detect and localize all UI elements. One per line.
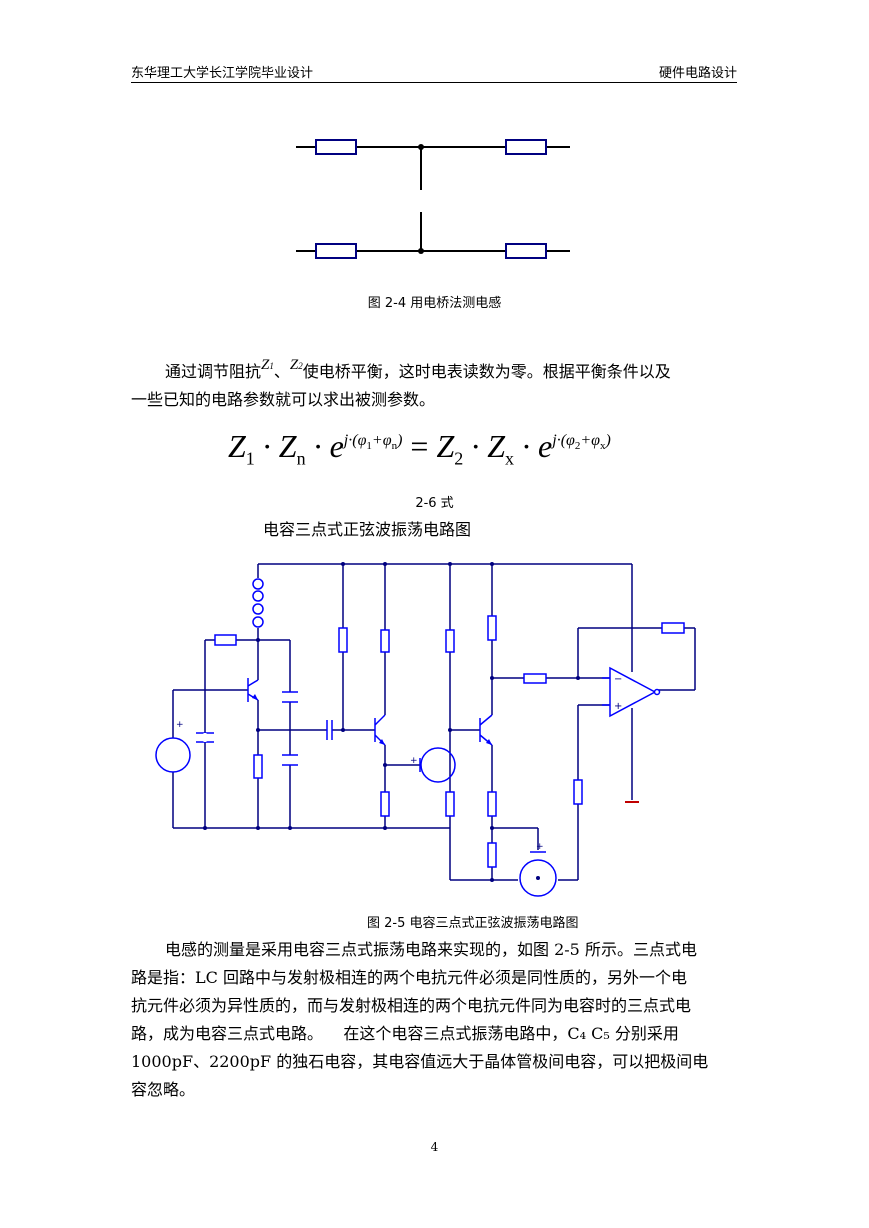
impedance-z1: Z	[261, 357, 270, 373]
paragraph-2-line-1: 电感的测量是采用电容三点式振荡电路来实现的，如图 2-5 所示。三点式电	[165, 940, 697, 959]
inductor	[252, 578, 264, 628]
capacitors	[196, 691, 546, 853]
resistors	[214, 615, 685, 868]
transistors	[247, 678, 493, 746]
equation-2-6: Z1 · Zn · ej·(φ1+φn) = Z2 · Zx · ej·(φ2+…	[228, 428, 611, 469]
paragraph-2-line-6: 容忽略。	[131, 1080, 196, 1099]
circuit-wires	[172, 563, 696, 881]
source-plus-2: +	[410, 756, 418, 766]
paragraph-1-line-2: 一些已知的电路参数就可以求出被测参数。	[131, 390, 436, 409]
paragraph-2-line-3: 抗元件必须为异性质的，而与发射极相连的两个电抗元件同为电容时的三点式电	[131, 996, 692, 1015]
paragraph-2-line-4: 路，成为电容三点式电路。 在这个电容三点式振荡电路中，C₄ C₅ 分别采用	[131, 1024, 679, 1043]
equation-label: 2-6 式	[415, 496, 454, 511]
source-plus-1: +	[176, 720, 184, 730]
figure-2-5-title: 电容三点式正弦波振荡电路图	[263, 520, 472, 539]
figure-2-4-caption: 图 2-4 用电桥法测电感	[367, 296, 502, 311]
paragraph-1-line-1: 通过调节阻抗Z1、Z2使电桥平衡，这时电表读数为零。根据平衡条件以及	[165, 357, 671, 388]
op-amp	[609, 666, 661, 718]
impedance-z2: Z	[289, 357, 299, 373]
impedance-z2-sub: 2	[298, 361, 303, 371]
para-sep: 、	[273, 362, 290, 381]
colpitts-oscillator-diagram: − + + + +	[155, 562, 696, 897]
header-left: 东华理工大学长江学院毕业设计	[131, 66, 314, 81]
paragraph-2-line-5: 1000pF、2200pF 的独石电容，其电容值远大于晶体管极间电容，可以把极间…	[131, 1052, 709, 1071]
header-right: 硬件电路设计	[658, 66, 737, 81]
equation-body: Z1 · Zn · ej·(φ1+φn) = Z2 · Zx · ej·(φ2+…	[228, 428, 611, 469]
bridge-resistor-top-left	[315, 139, 357, 155]
bridge-diagram	[296, 139, 570, 259]
page-number: 4	[430, 1140, 439, 1154]
figure-2-5-caption: 图 2-5 电容三点式正弦波振荡电路图	[367, 916, 579, 931]
opamp-minus: −	[614, 674, 622, 685]
sources	[155, 737, 557, 897]
para-text: 通过调节阻抗	[165, 362, 262, 381]
impedance-z1-sub: 1	[269, 361, 274, 371]
header-rule	[131, 82, 737, 83]
paragraph-2-line-2: 路是指：LC 回路中与发射极相连的两个电抗元件必须是同性质的，另外一个电	[131, 968, 687, 987]
bridge-resistor-bottom-right	[505, 243, 547, 259]
bridge-resistor-bottom-left	[315, 243, 357, 259]
bridge-resistor-top-right	[505, 139, 547, 155]
opamp-plus: +	[614, 701, 622, 712]
para-text-after: 使电桥平衡，这时电表读数为零。根据平衡条件以及	[302, 362, 671, 381]
source-plus-3: +	[536, 842, 544, 852]
